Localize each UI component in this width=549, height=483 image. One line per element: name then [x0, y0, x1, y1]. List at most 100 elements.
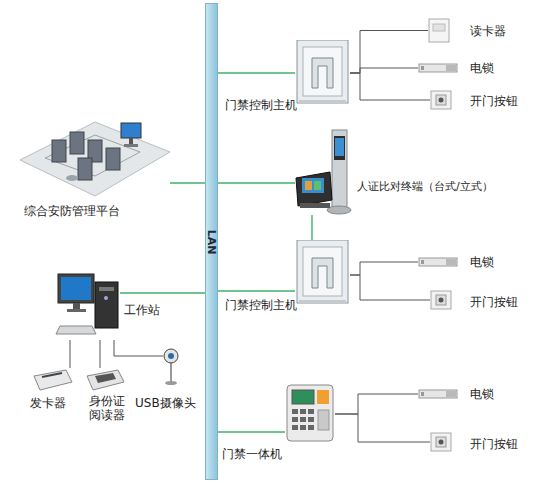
node-label: 发卡器	[30, 396, 66, 410]
network-link	[311, 215, 312, 240]
button-icon	[431, 433, 451, 451]
all-in-one-illustration	[292, 417, 298, 422]
node-label: 开门按钮	[470, 295, 518, 309]
workstation-illustration	[73, 303, 80, 309]
network-link	[170, 182, 205, 183]
terminal-illustration	[296, 172, 332, 206]
card-issuer-illustration	[34, 370, 72, 390]
card-issuer-illustration	[42, 373, 62, 377]
all-in-one-illustration	[308, 409, 314, 414]
device-wire	[350, 31, 428, 74]
all-in-one-illustration	[318, 410, 329, 430]
device-box: 读卡器	[428, 18, 450, 43]
controller-icon	[297, 40, 348, 104]
terminal-illustration	[302, 178, 324, 193]
device-box: 开门按钮	[430, 290, 452, 310]
workstation-illustration	[67, 309, 86, 312]
usb-camera-illustration	[165, 381, 177, 385]
controller-icon	[297, 240, 348, 304]
device-box: 开门按钮	[430, 90, 452, 110]
workstation-illustration	[56, 274, 118, 334]
controller-box: 门禁控制主机	[295, 240, 350, 305]
device-wire	[335, 414, 430, 442]
platform-illustration	[52, 140, 66, 162]
node-label: 开门按钮	[470, 94, 518, 108]
platform-box: 综合安防管理平台	[20, 118, 170, 198]
device-wire	[350, 73, 430, 100]
platform-illustration	[124, 144, 138, 147]
terminal-illustration	[296, 130, 351, 214]
bus-label: LAN	[205, 229, 219, 254]
all-in-one-box: 门禁一体机	[285, 385, 335, 443]
device-wire	[114, 340, 163, 356]
button-icon	[431, 91, 451, 109]
button-icon	[431, 291, 451, 309]
device-wire	[350, 275, 430, 300]
usb-camera-illustration	[164, 349, 178, 363]
terminal-illustration	[300, 203, 330, 208]
platform-illustration	[121, 123, 141, 138]
platform-illustration	[106, 148, 120, 170]
workstation-illustration	[58, 274, 94, 303]
node-label: 身份证 阅读器	[86, 394, 128, 422]
workstation-box: 工作站	[56, 272, 120, 340]
workstation-illustration	[95, 282, 118, 328]
device-wire	[350, 262, 418, 275]
network-link	[120, 292, 205, 293]
terminal-illustration	[334, 136, 345, 160]
controller-box: 门禁控制主机	[295, 40, 350, 105]
terminal-illustration	[305, 181, 312, 190]
terminal-illustration	[335, 138, 344, 156]
platform-illustration	[20, 122, 170, 196]
all-in-one-illustration	[308, 425, 314, 430]
lock-icon	[419, 64, 457, 72]
all-in-one-illustration	[308, 417, 314, 422]
id-reader-illustration	[87, 370, 124, 390]
device-wire	[350, 68, 418, 73]
terminal-illustration	[332, 130, 347, 208]
lock-icon	[419, 64, 457, 72]
terminal-illustration	[314, 181, 321, 190]
device-wire	[335, 394, 418, 414]
platform-illustration	[129, 138, 133, 144]
button-icon	[431, 433, 451, 451]
node-label: USB摄像头	[135, 396, 196, 410]
button-icon	[431, 91, 451, 109]
lock-icon	[419, 390, 457, 398]
lock-icon	[419, 258, 457, 266]
usb-camera-illustration	[164, 349, 178, 385]
button-icon	[431, 291, 451, 309]
node-label: 综合安防管理平台	[24, 204, 120, 218]
device-box: 开门按钮	[430, 432, 452, 452]
platform-illustration	[20, 122, 170, 196]
platform-illustration	[78, 158, 92, 180]
card-issuer-illustration	[34, 370, 72, 390]
workstation-illustration	[61, 277, 91, 300]
network-link	[218, 72, 295, 73]
terminal-box: 人证比对终端（台式/立式）	[295, 130, 350, 215]
usb-camera-illustration	[170, 362, 172, 382]
lan-bus: LAN	[205, 3, 218, 480]
node-label: 人证比对终端（台式/立式）	[357, 180, 493, 194]
all-in-one-illustration	[287, 385, 333, 441]
all-in-one-illustration	[292, 425, 298, 430]
terminal-illustration	[327, 206, 351, 214]
network-link	[218, 290, 295, 291]
device-box: 发卡器	[32, 368, 74, 390]
node-label: 门禁一体机	[222, 447, 282, 461]
platform-illustration	[70, 132, 84, 154]
device-box: 身份证 阅读器	[85, 368, 127, 390]
all-in-one-illustration	[300, 409, 306, 414]
device-box: 电锁	[418, 62, 458, 74]
all-in-one-illustration	[300, 425, 306, 430]
workstation-illustration	[99, 287, 114, 291]
all-in-one-illustration	[317, 390, 329, 404]
controller-icon	[297, 240, 348, 304]
platform-illustration	[66, 175, 78, 181]
lock-icon	[419, 258, 457, 266]
node-label: 读卡器	[470, 24, 506, 38]
device-box: USB摄像头	[163, 348, 179, 364]
